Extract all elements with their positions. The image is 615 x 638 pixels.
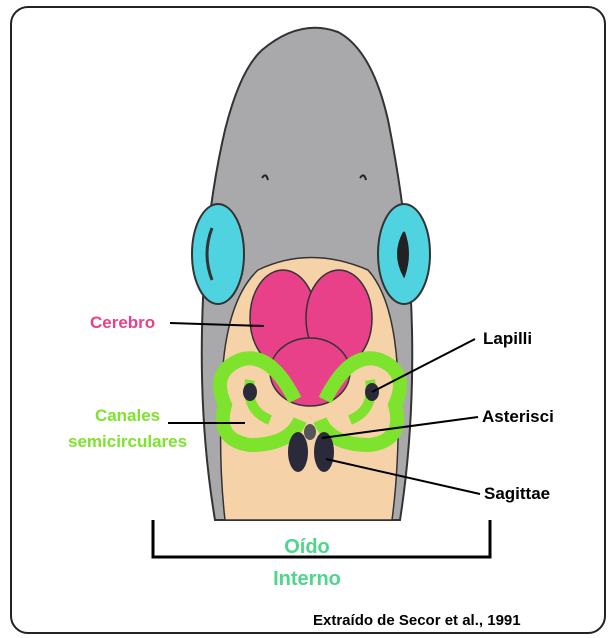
label-cerebro: Cerebro bbox=[90, 313, 155, 333]
source-caption: Extraído de Secor et al., 1991 bbox=[313, 612, 521, 629]
label-canales-semicirculares: Canales semicirculares bbox=[68, 403, 187, 455]
label-asterisci: Asterisci bbox=[482, 407, 554, 427]
right-eye bbox=[378, 204, 430, 304]
label-oido-line1: Oído bbox=[232, 531, 382, 563]
left-eye bbox=[192, 204, 244, 304]
label-lapilli: Lapilli bbox=[483, 329, 532, 349]
label-canales-line2: semicirculares bbox=[68, 429, 187, 455]
label-oido-line2: Interno bbox=[232, 563, 382, 595]
label-oido-interno: Oído Interno bbox=[232, 531, 382, 595]
label-sagittae: Sagittae bbox=[484, 484, 550, 504]
label-canales-line1: Canales bbox=[68, 403, 187, 429]
